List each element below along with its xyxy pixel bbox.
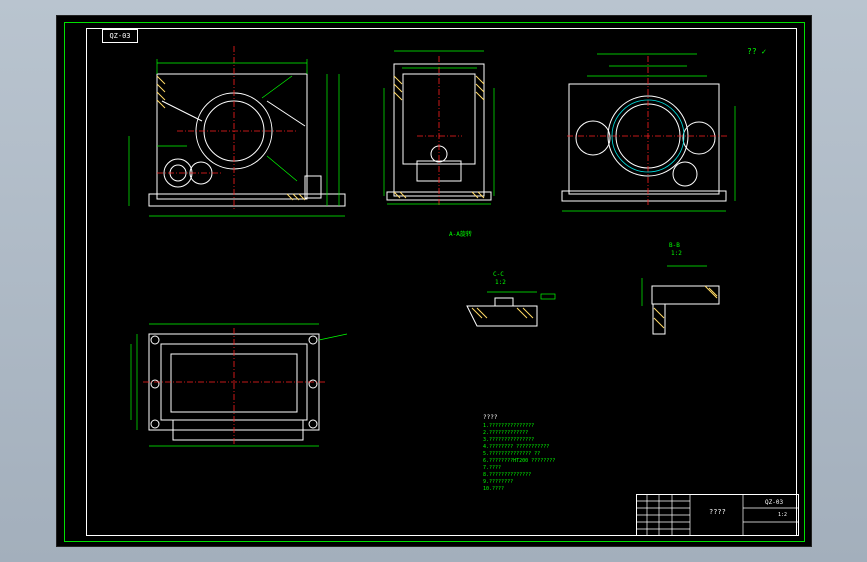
- note-line: 7.????: [483, 465, 502, 471]
- right-view-housing: [568, 83, 720, 195]
- side-view-hatch: [393, 75, 485, 199]
- bottom-view-lip: [172, 419, 304, 441]
- side-view-dimensions: [383, 50, 495, 205]
- bottom-view-dimensions: [130, 323, 348, 447]
- roughness-symbol: ?? ✓: [747, 47, 767, 56]
- right-view-base: [561, 190, 727, 202]
- front-view-dimensions: [128, 59, 345, 217]
- section-c-scale: 1:2: [495, 279, 506, 286]
- technical-notes: ???? 1.??????????????? 2.????????????? 3…: [483, 414, 613, 493]
- section-c-label: C-C: [493, 271, 504, 278]
- sheet-outer-border: [64, 22, 805, 542]
- note-line: 3.???????????????: [483, 437, 535, 443]
- note-line: 6.????????HT200 ????????: [483, 458, 556, 464]
- section-c-c: [466, 297, 538, 327]
- note-line: 9.????????: [483, 479, 514, 485]
- notes-title: ????: [483, 414, 498, 421]
- front-view: [148, 73, 346, 207]
- note-line: 4.???????? ???????????: [483, 444, 550, 450]
- section-b-scale: 1:2: [671, 250, 682, 257]
- front-view-ribs: [161, 100, 306, 127]
- section-b-b: [651, 285, 720, 335]
- title-block: ???? QZ-03 1:2: [636, 494, 799, 536]
- note-line: 8.??????????????: [483, 472, 532, 478]
- right-view-dimensions: [562, 53, 736, 212]
- cad-viewport[interactable]: QZ-03 ?? ✓: [56, 15, 812, 547]
- right-lower-bore: [672, 161, 698, 187]
- front-view-housing: [156, 73, 308, 200]
- note-line: 1.???????????????: [483, 423, 535, 429]
- drawing-canvas: [128, 46, 799, 536]
- front-view-base: [148, 193, 346, 207]
- drawing-code-tag: QZ-03: [102, 29, 138, 43]
- right-view: [561, 83, 727, 202]
- sheet-inner-border: [86, 28, 797, 536]
- right-right-bore: [682, 121, 716, 155]
- note-line: 2.?????????????: [483, 430, 529, 436]
- note-line: 5.?????????????? ??: [483, 451, 541, 457]
- note-line: 10.????: [483, 486, 505, 492]
- front-view-hatch: [156, 75, 306, 201]
- title-block-grid: [636, 494, 799, 536]
- title-block-part-name: ????: [709, 508, 726, 516]
- section-b-label: B-B: [669, 242, 680, 249]
- right-left-bore: [575, 120, 611, 156]
- title-block-scale: 1:2: [778, 512, 788, 518]
- front-view-centerlines: [157, 46, 297, 211]
- front-view-caption: A-A旋转: [449, 231, 472, 238]
- title-block-drawing-code: QZ-03: [765, 499, 784, 506]
